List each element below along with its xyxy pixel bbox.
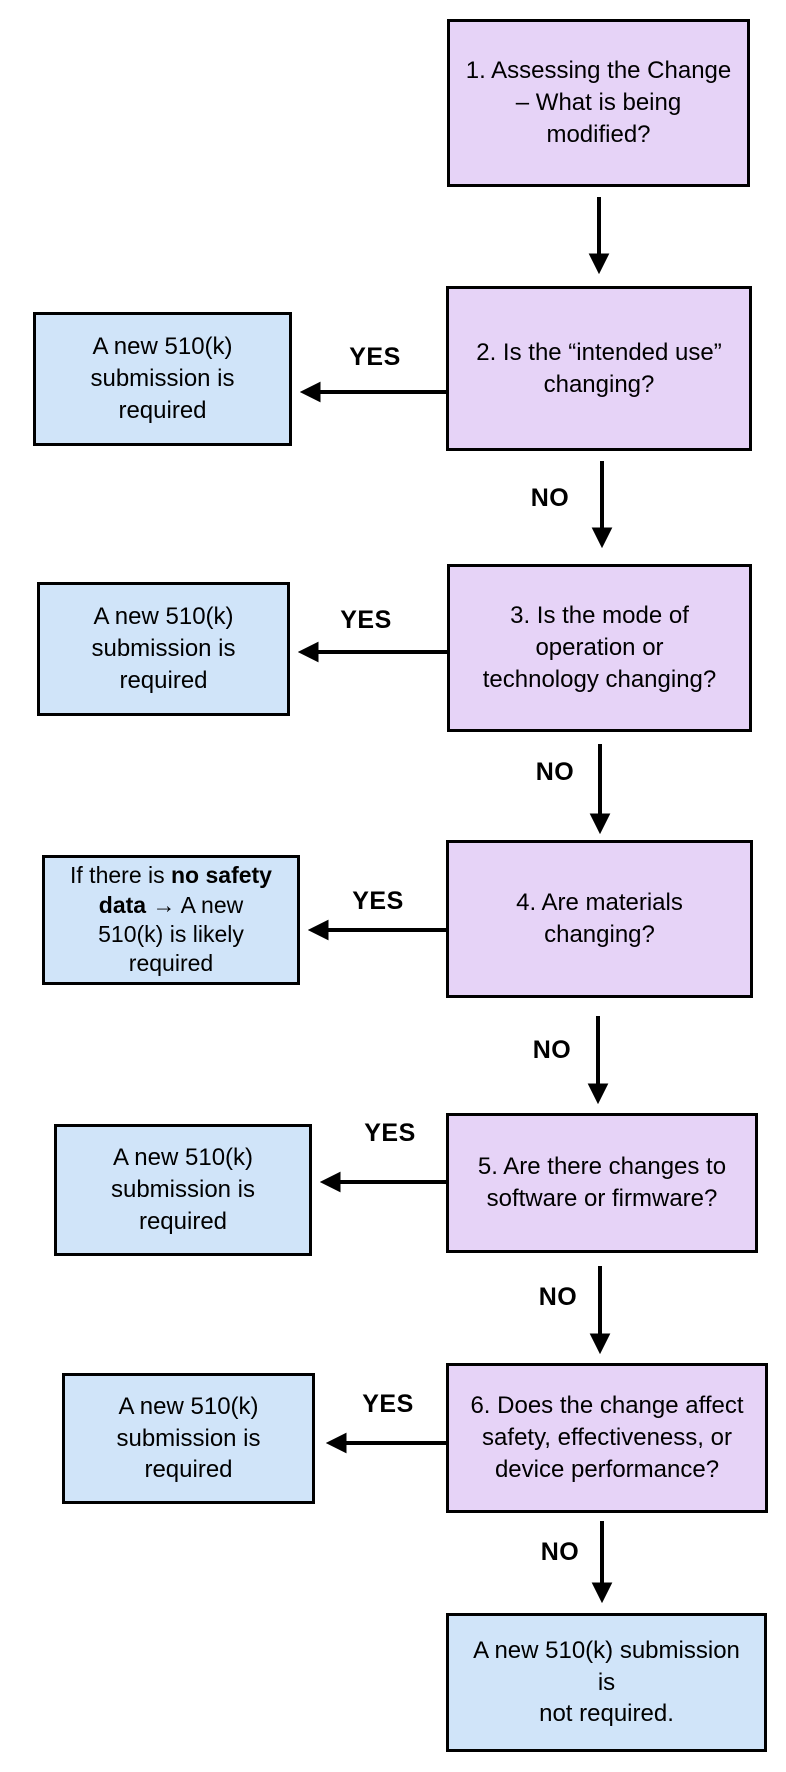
node-text-line: 1. Assessing the Change: [465, 57, 732, 85]
node-text-line: 4. Are materials: [516, 889, 683, 917]
node-text-line: 6. Does the change affect: [470, 1392, 744, 1420]
node-text-segment: → A new: [146, 891, 244, 918]
node-text-line: 510(k) is likely: [98, 921, 244, 947]
node-text-line: A new 510(k): [93, 603, 234, 631]
node-text-line: software or firmware?: [486, 1185, 718, 1212]
node-text-line: changing?: [544, 921, 655, 948]
node-text-line: required: [138, 1207, 228, 1235]
node-r3-new-510k-required: A new 510(k) submission is required: [37, 582, 290, 716]
edge-label-yes-q6: YES: [362, 1389, 414, 1418]
node-text-line: A new 510(k) submission: [473, 1636, 740, 1664]
node-r4-no-safety-data: If there is no safety data → A new 510(k…: [42, 855, 300, 985]
edge-label-no-q5: NO: [538, 1282, 578, 1311]
node-r5-new-510k-required: A new 510(k) submission is required: [54, 1124, 312, 1256]
node-text-line: – What is being: [515, 89, 682, 117]
node-text-line: 2. Is the “intended use”: [476, 338, 722, 366]
edge-label-yes-q5: YES: [364, 1118, 416, 1147]
node-text-line: required: [128, 950, 214, 977]
node-text-line: technology changing?: [482, 665, 717, 693]
node-text-line: If there is no safety: [70, 861, 272, 890]
node-text-line: required: [119, 666, 208, 694]
node-text-line: device performance?: [494, 1455, 720, 1483]
node-text-line: A new 510(k): [118, 1392, 259, 1420]
edge-label-yes-q2: YES: [349, 342, 401, 371]
node-text-line: submission is: [90, 365, 235, 393]
node-text-line: modified?: [546, 120, 651, 148]
edge-label-yes-q3: YES: [340, 605, 392, 634]
node-text-line: data → A new: [99, 891, 243, 920]
node-text-segment-bold: data: [98, 891, 147, 918]
node-text-line: submission is: [116, 1424, 261, 1452]
node-text-line: required: [118, 396, 207, 424]
node-text-line: submission is: [110, 1176, 256, 1204]
node-text-segment-bold: no safety: [171, 862, 272, 889]
edge-label-yes-q4: YES: [352, 886, 404, 915]
node-text-line: required: [144, 1456, 233, 1484]
node-text-line: changing?: [543, 370, 655, 398]
node-end-not-required: A new 510(k) submission is not required.: [446, 1613, 767, 1752]
edge-label-no-q6: NO: [540, 1537, 580, 1566]
edge-label-no-q2: NO: [530, 483, 570, 512]
node-q6-safety-effectiveness: 6. Does the change affect safety, effect…: [446, 1363, 768, 1513]
node-text-line: A new 510(k): [112, 1144, 254, 1172]
node-r6-new-510k-required: A new 510(k) submission is required: [62, 1373, 315, 1504]
node-r2-new-510k-required: A new 510(k) submission is required: [33, 312, 292, 446]
node-text-segment: If there is: [70, 862, 171, 889]
node-text-line: 3. Is the mode of: [510, 602, 689, 630]
node-text-line: safety, effectiveness, or: [482, 1424, 732, 1452]
node-q5-software-firmware: 5. Are there changes to software or firm…: [446, 1113, 758, 1253]
node-q3-mode-technology: 3. Is the mode of operation or technolog…: [447, 564, 752, 732]
node-q4-materials: 4. Are materials changing?: [446, 840, 753, 998]
node-q2-intended-use: 2. Is the “intended use” changing?: [446, 286, 752, 451]
edge-label-no-q4: NO: [532, 1035, 572, 1064]
edge-label-no-q3: NO: [535, 757, 575, 786]
node-text-line: operation or: [535, 634, 664, 662]
node-text-line: not required.: [539, 1700, 674, 1728]
node-text-line: is: [597, 1668, 616, 1696]
node-q1-assessing-change: 1. Assessing the Change – What is being …: [447, 19, 750, 187]
node-text-line: submission is: [91, 635, 236, 663]
node-text-line: A new 510(k): [92, 333, 233, 361]
node-text-line: 5. Are there changes to: [477, 1153, 727, 1181]
